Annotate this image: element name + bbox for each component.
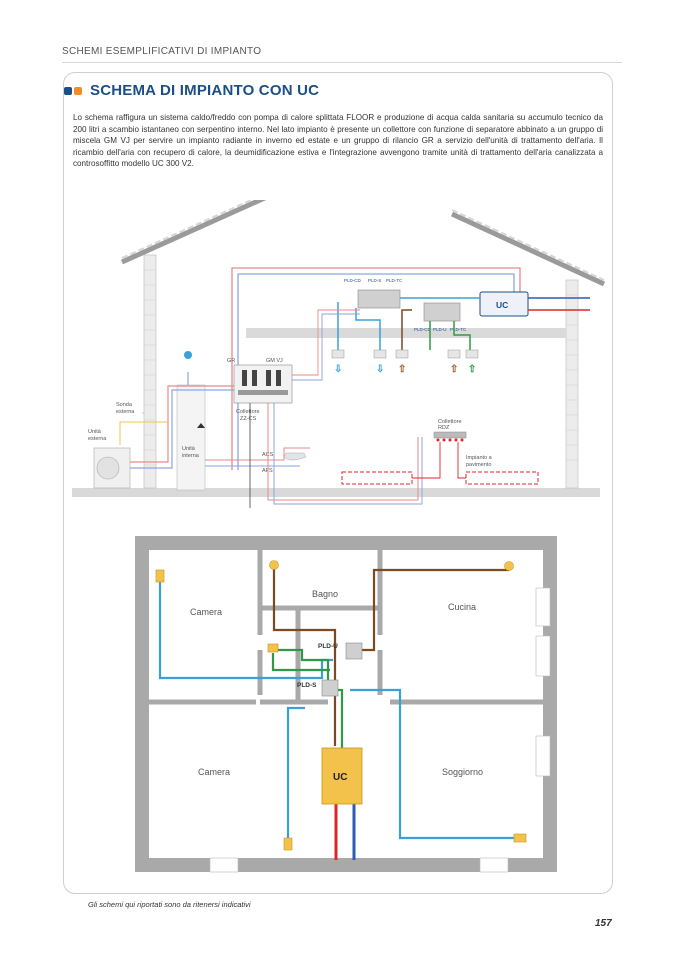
label-unita-esterna-2: esterna bbox=[88, 436, 107, 442]
label-pld-u: PLD-U bbox=[318, 643, 338, 650]
section-header: SCHEMI ESEMPLIFICATIVI DI IMPIANTO bbox=[62, 46, 262, 57]
vent-disimpegno bbox=[267, 643, 279, 653]
vent-bagno bbox=[269, 560, 279, 570]
sink-icon bbox=[283, 452, 307, 461]
indoor-unit bbox=[176, 384, 206, 491]
label-pld-tc-top: PLD-TC bbox=[386, 278, 403, 283]
uc-unit-plan bbox=[321, 747, 363, 805]
svg-text:⇧: ⇧ bbox=[468, 364, 476, 375]
header-divider bbox=[62, 62, 622, 63]
title-marker-blue bbox=[64, 86, 72, 95]
label-pld-cd-top: PLD-CD bbox=[344, 278, 362, 283]
footnote: Gli schemi qui riportati sono da ritener… bbox=[88, 900, 251, 909]
room-camera-top: Camera bbox=[190, 607, 222, 617]
uc-unit-section bbox=[479, 291, 529, 317]
right-wall bbox=[565, 279, 579, 489]
left-wall bbox=[143, 254, 157, 489]
section-description: Lo schema raffigura un sistema caldo/fre… bbox=[73, 113, 603, 169]
svg-text:⇧: ⇧ bbox=[450, 364, 458, 375]
label-collettore: Collettore bbox=[236, 409, 260, 415]
label-unita-esterna-1: Unità bbox=[88, 429, 102, 435]
label-impianto-1: Impianto a bbox=[466, 455, 493, 461]
vent-cucina bbox=[504, 561, 514, 571]
label-sonda-1: Sonda bbox=[116, 402, 133, 408]
uc-label-plan: UC bbox=[333, 772, 347, 783]
room-soggiorno: Soggiorno bbox=[442, 767, 483, 777]
vent-camera-bottom bbox=[283, 837, 293, 851]
ceiling-slab bbox=[246, 328, 566, 338]
rdz-collector bbox=[433, 431, 467, 439]
floor-plan: Camera Bagno Cucina Camera Soggiorno PLD… bbox=[135, 536, 557, 873]
floor-loop-2 bbox=[465, 471, 539, 485]
page-number: 157 bbox=[595, 918, 612, 929]
outer-walls bbox=[135, 536, 557, 872]
ground-slab bbox=[72, 488, 600, 497]
svg-text:⇧: ⇧ bbox=[398, 364, 406, 375]
label-unita-interna-1: Unità bbox=[182, 446, 196, 452]
label-collettore-code: ZZ-CS bbox=[240, 416, 257, 422]
room-camera-bottom: Camera bbox=[198, 767, 230, 777]
top-plenum bbox=[357, 289, 401, 309]
svg-text:⇩: ⇩ bbox=[334, 364, 342, 375]
section-title-row: SCHEMA DI IMPIANTO CON UC bbox=[64, 82, 319, 99]
title-marker-orange bbox=[74, 86, 82, 95]
label-gm-vj: GM VJ bbox=[266, 358, 283, 364]
mid-plenum bbox=[423, 302, 461, 322]
label-sonda-2: esterna bbox=[116, 409, 135, 415]
section-diagram: UC PLD-CD PLD-S PLD-TC PLD-CD PLD-U PLD-… bbox=[72, 200, 606, 508]
label-pld-u-mid: PLD-U bbox=[433, 327, 447, 332]
system-diagram: UC PLD-CD PLD-S PLD-TC PLD-CD PLD-U PLD-… bbox=[72, 200, 606, 873]
uc-label-section: UC bbox=[496, 300, 508, 310]
label-gr: GR bbox=[227, 358, 235, 364]
floor-loop-1 bbox=[341, 471, 413, 485]
label-pld-s-top: PLD-S bbox=[368, 278, 381, 283]
roof-left bbox=[120, 200, 267, 265]
label-pld-cd-mid: PLD-CD bbox=[414, 327, 432, 332]
label-pld-s: PLD-S bbox=[297, 682, 317, 689]
section-title: SCHEMA DI IMPIANTO CON UC bbox=[90, 82, 320, 99]
vent-soggiorno bbox=[513, 833, 527, 843]
label-pld-tc-mid: PLD-TC bbox=[450, 327, 467, 332]
expansion-vessel-icon bbox=[184, 351, 192, 359]
plenum-pld-u bbox=[345, 642, 363, 660]
label-collettore-rdz-1: Collettore bbox=[438, 419, 462, 425]
vent-camera-top bbox=[155, 569, 165, 583]
label-unita-interna-2: interna bbox=[182, 453, 200, 459]
roof-right bbox=[450, 209, 606, 287]
room-cucina: Cucina bbox=[448, 602, 476, 612]
plenum-pld-s bbox=[321, 679, 339, 697]
label-impianto-2: pavimento bbox=[466, 462, 491, 468]
room-bagno: Bagno bbox=[312, 589, 338, 599]
svg-text:⇩: ⇩ bbox=[376, 364, 384, 375]
label-collettore-rdz-2: RDZ bbox=[438, 425, 450, 431]
